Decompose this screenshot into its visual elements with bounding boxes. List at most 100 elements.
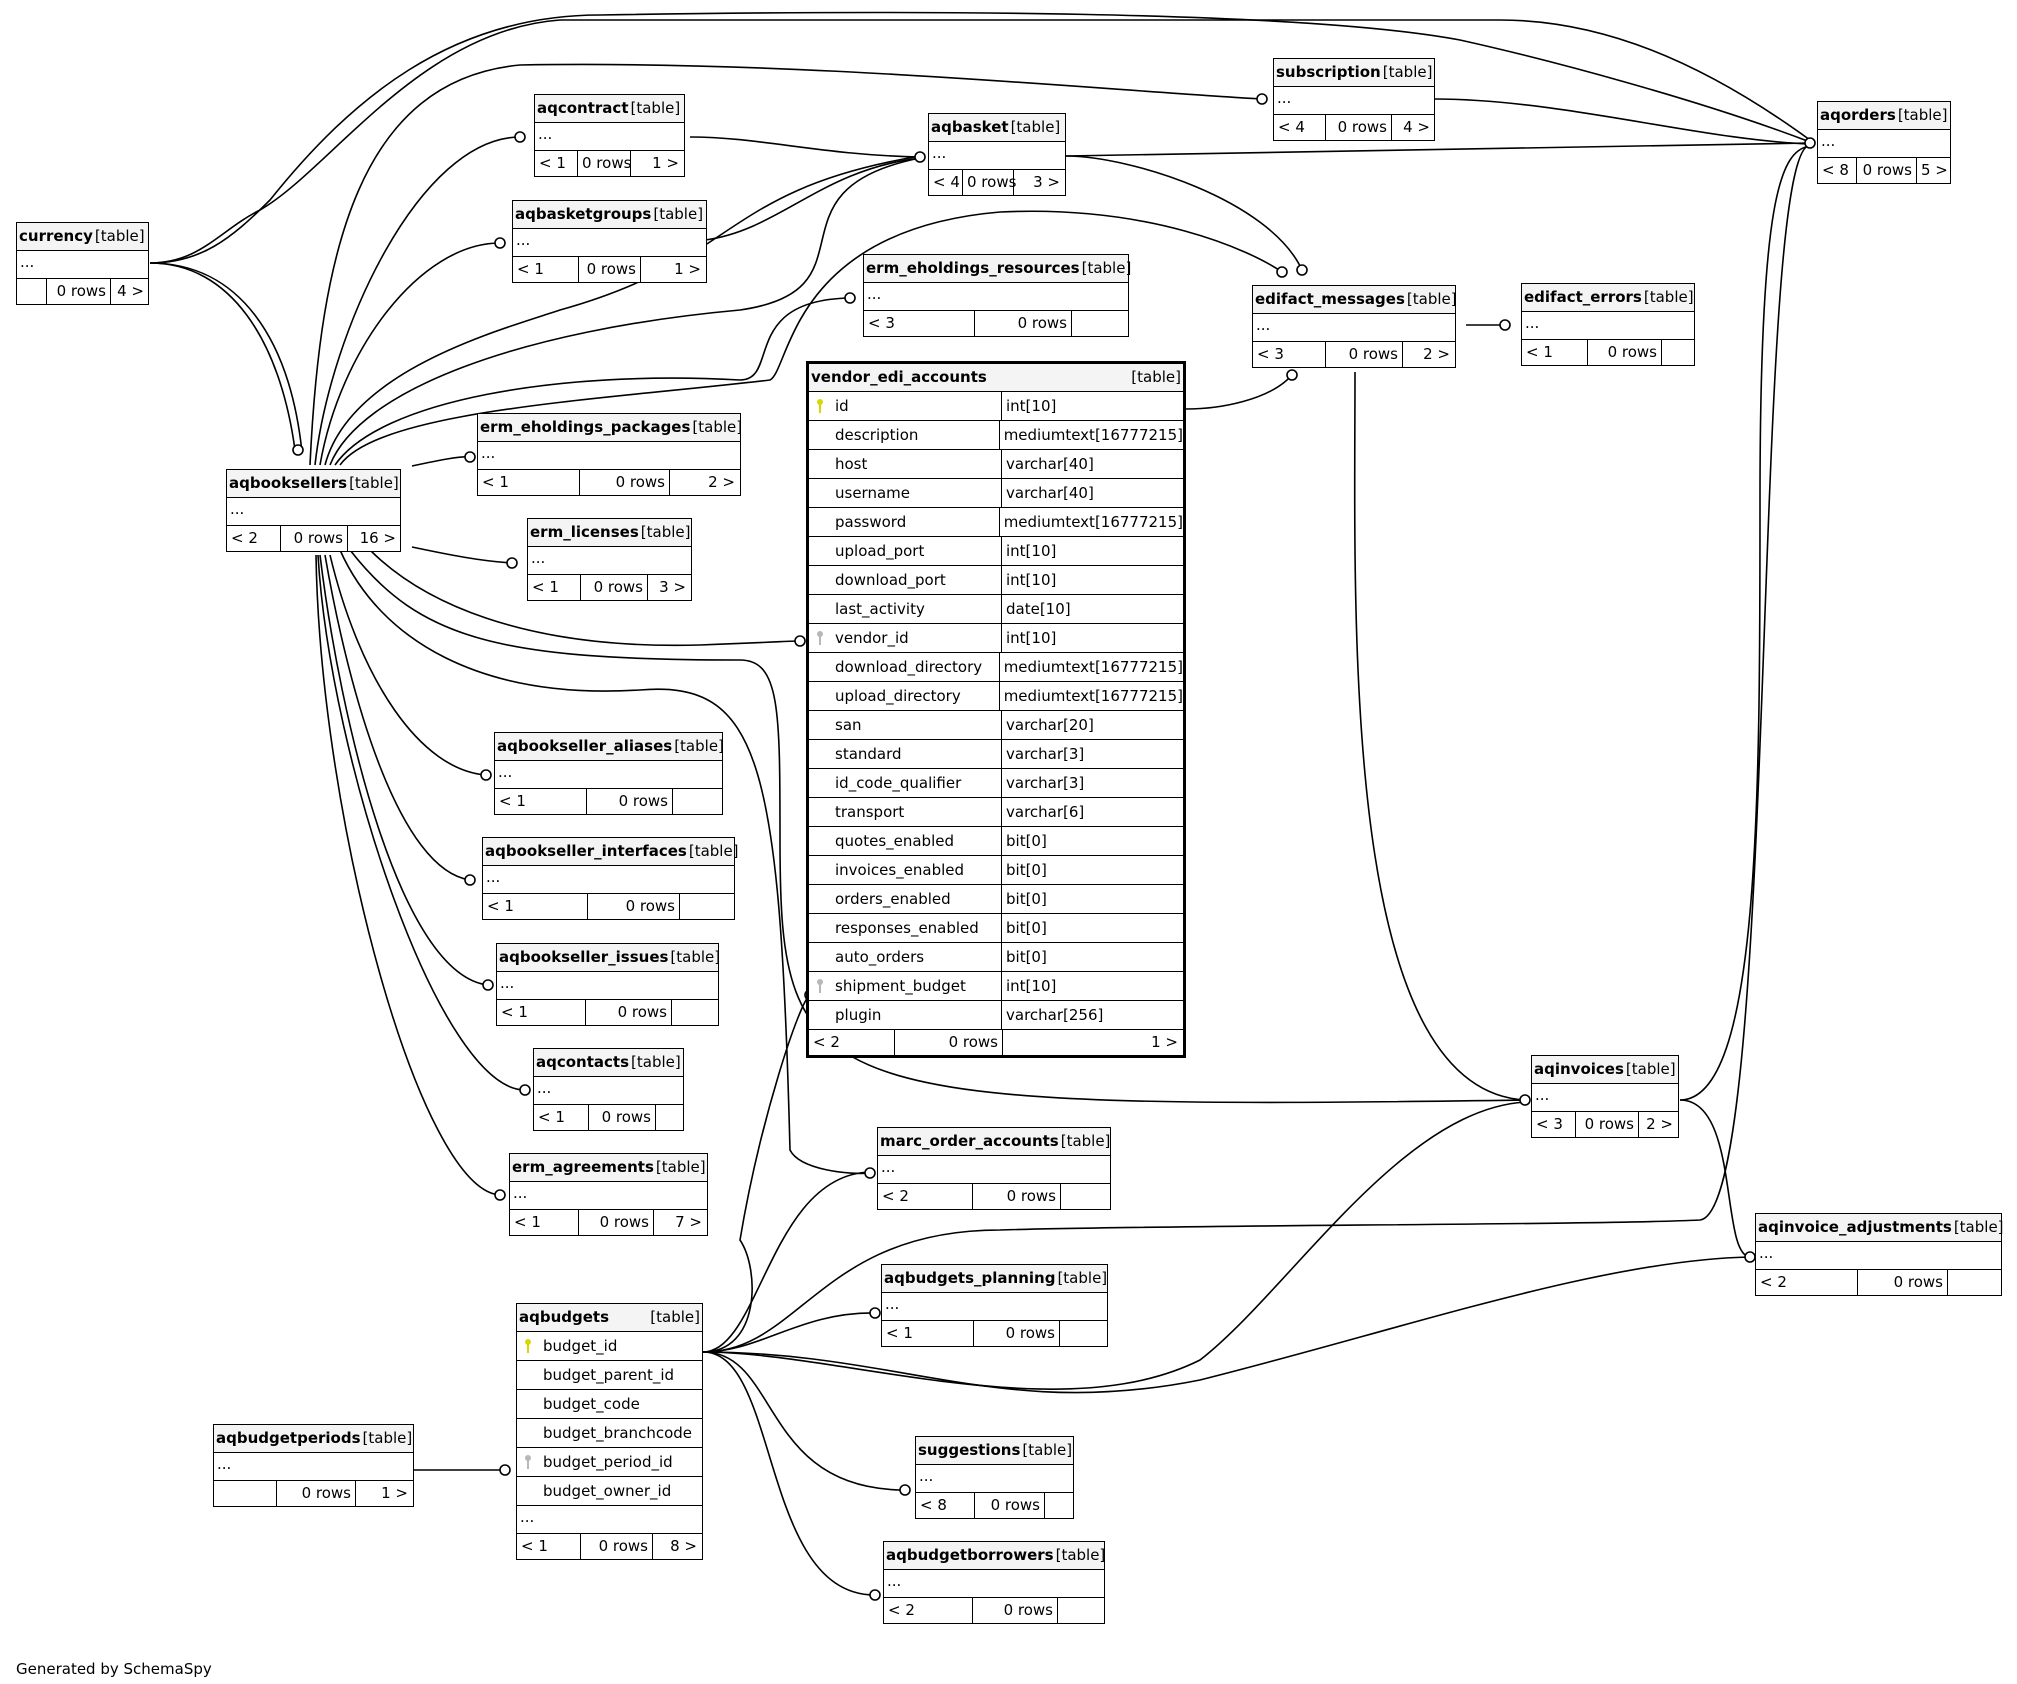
parents-link[interactable]: < 2: [878, 1184, 973, 1209]
column-row[interactable]: budget_owner_id: [517, 1477, 702, 1506]
children-link[interactable]: 2 >: [708, 473, 735, 491]
children-link[interactable]: [1061, 1184, 1109, 1209]
children-link[interactable]: [1058, 1598, 1103, 1623]
children-link[interactable]: [673, 789, 721, 814]
parents-link[interactable]: < 2: [227, 526, 281, 551]
children-link[interactable]: [1662, 340, 1693, 365]
children-link[interactable]: 8 >: [670, 1537, 697, 1555]
children-link[interactable]: 1 >: [1151, 1033, 1178, 1051]
column-row[interactable]: budget_branchcode: [517, 1419, 702, 1448]
children-link[interactable]: 7 >: [675, 1213, 702, 1231]
children-link[interactable]: 2 >: [1423, 345, 1450, 363]
parents-link[interactable]: < 1: [534, 1105, 589, 1130]
children-link[interactable]: [1045, 1493, 1072, 1518]
column-row[interactable]: budget_parent_id: [517, 1361, 702, 1390]
parents-link[interactable]: < 2: [809, 1030, 895, 1055]
parents-link[interactable]: < 2: [884, 1598, 973, 1623]
parents-link[interactable]: < 1: [478, 470, 580, 495]
column-row[interactable]: budget_period_id: [517, 1448, 702, 1477]
children-link[interactable]: [680, 894, 733, 919]
parents-link[interactable]: < 8: [916, 1493, 975, 1518]
parents-link[interactable]: < 1: [495, 789, 587, 814]
children-link[interactable]: 16 >: [359, 529, 396, 547]
children-link[interactable]: 4 >: [1403, 118, 1430, 136]
children-link[interactable]: [672, 1000, 717, 1025]
children-link[interactable]: [1948, 1270, 2000, 1295]
children-link[interactable]: 4 >: [117, 282, 144, 300]
parents-link[interactable]: < 1: [510, 1210, 579, 1235]
children-link[interactable]: 1 >: [652, 154, 679, 172]
parents-link[interactable]: < 1: [535, 151, 578, 176]
children-link[interactable]: [1072, 311, 1127, 336]
parents-link[interactable]: < 8: [1818, 158, 1857, 183]
parents-link[interactable]: < 1: [513, 257, 579, 282]
parents-link[interactable]: < 1: [497, 1000, 586, 1025]
parents-link[interactable]: < 1: [517, 1534, 581, 1559]
children-link[interactable]: 3 >: [659, 578, 686, 596]
children-link[interactable]: 1 >: [674, 260, 701, 278]
parents-link[interactable]: < 2: [1756, 1270, 1858, 1295]
column-row[interactable]: budget_code: [517, 1390, 702, 1419]
parents-link[interactable]: < 1: [483, 894, 588, 919]
parents-link[interactable]: < 3: [864, 311, 975, 336]
children-link[interactable]: 5 >: [1921, 161, 1948, 179]
children-link[interactable]: 1 >: [381, 1484, 408, 1502]
column-row[interactable]: budget_id: [517, 1332, 702, 1361]
parents-link[interactable]: < 1: [528, 575, 581, 600]
children-link[interactable]: [1060, 1321, 1106, 1346]
parents-link[interactable]: [17, 279, 47, 304]
parents-link[interactable]: [214, 1481, 277, 1506]
children-link[interactable]: 3 >: [1033, 173, 1060, 191]
parents-link[interactable]: < 1: [1522, 340, 1588, 365]
parents-link[interactable]: < 3: [1532, 1112, 1576, 1137]
children-link[interactable]: 2 >: [1646, 1115, 1673, 1133]
parents-link[interactable]: < 3: [1253, 342, 1326, 367]
parents-link[interactable]: < 4: [929, 170, 963, 195]
